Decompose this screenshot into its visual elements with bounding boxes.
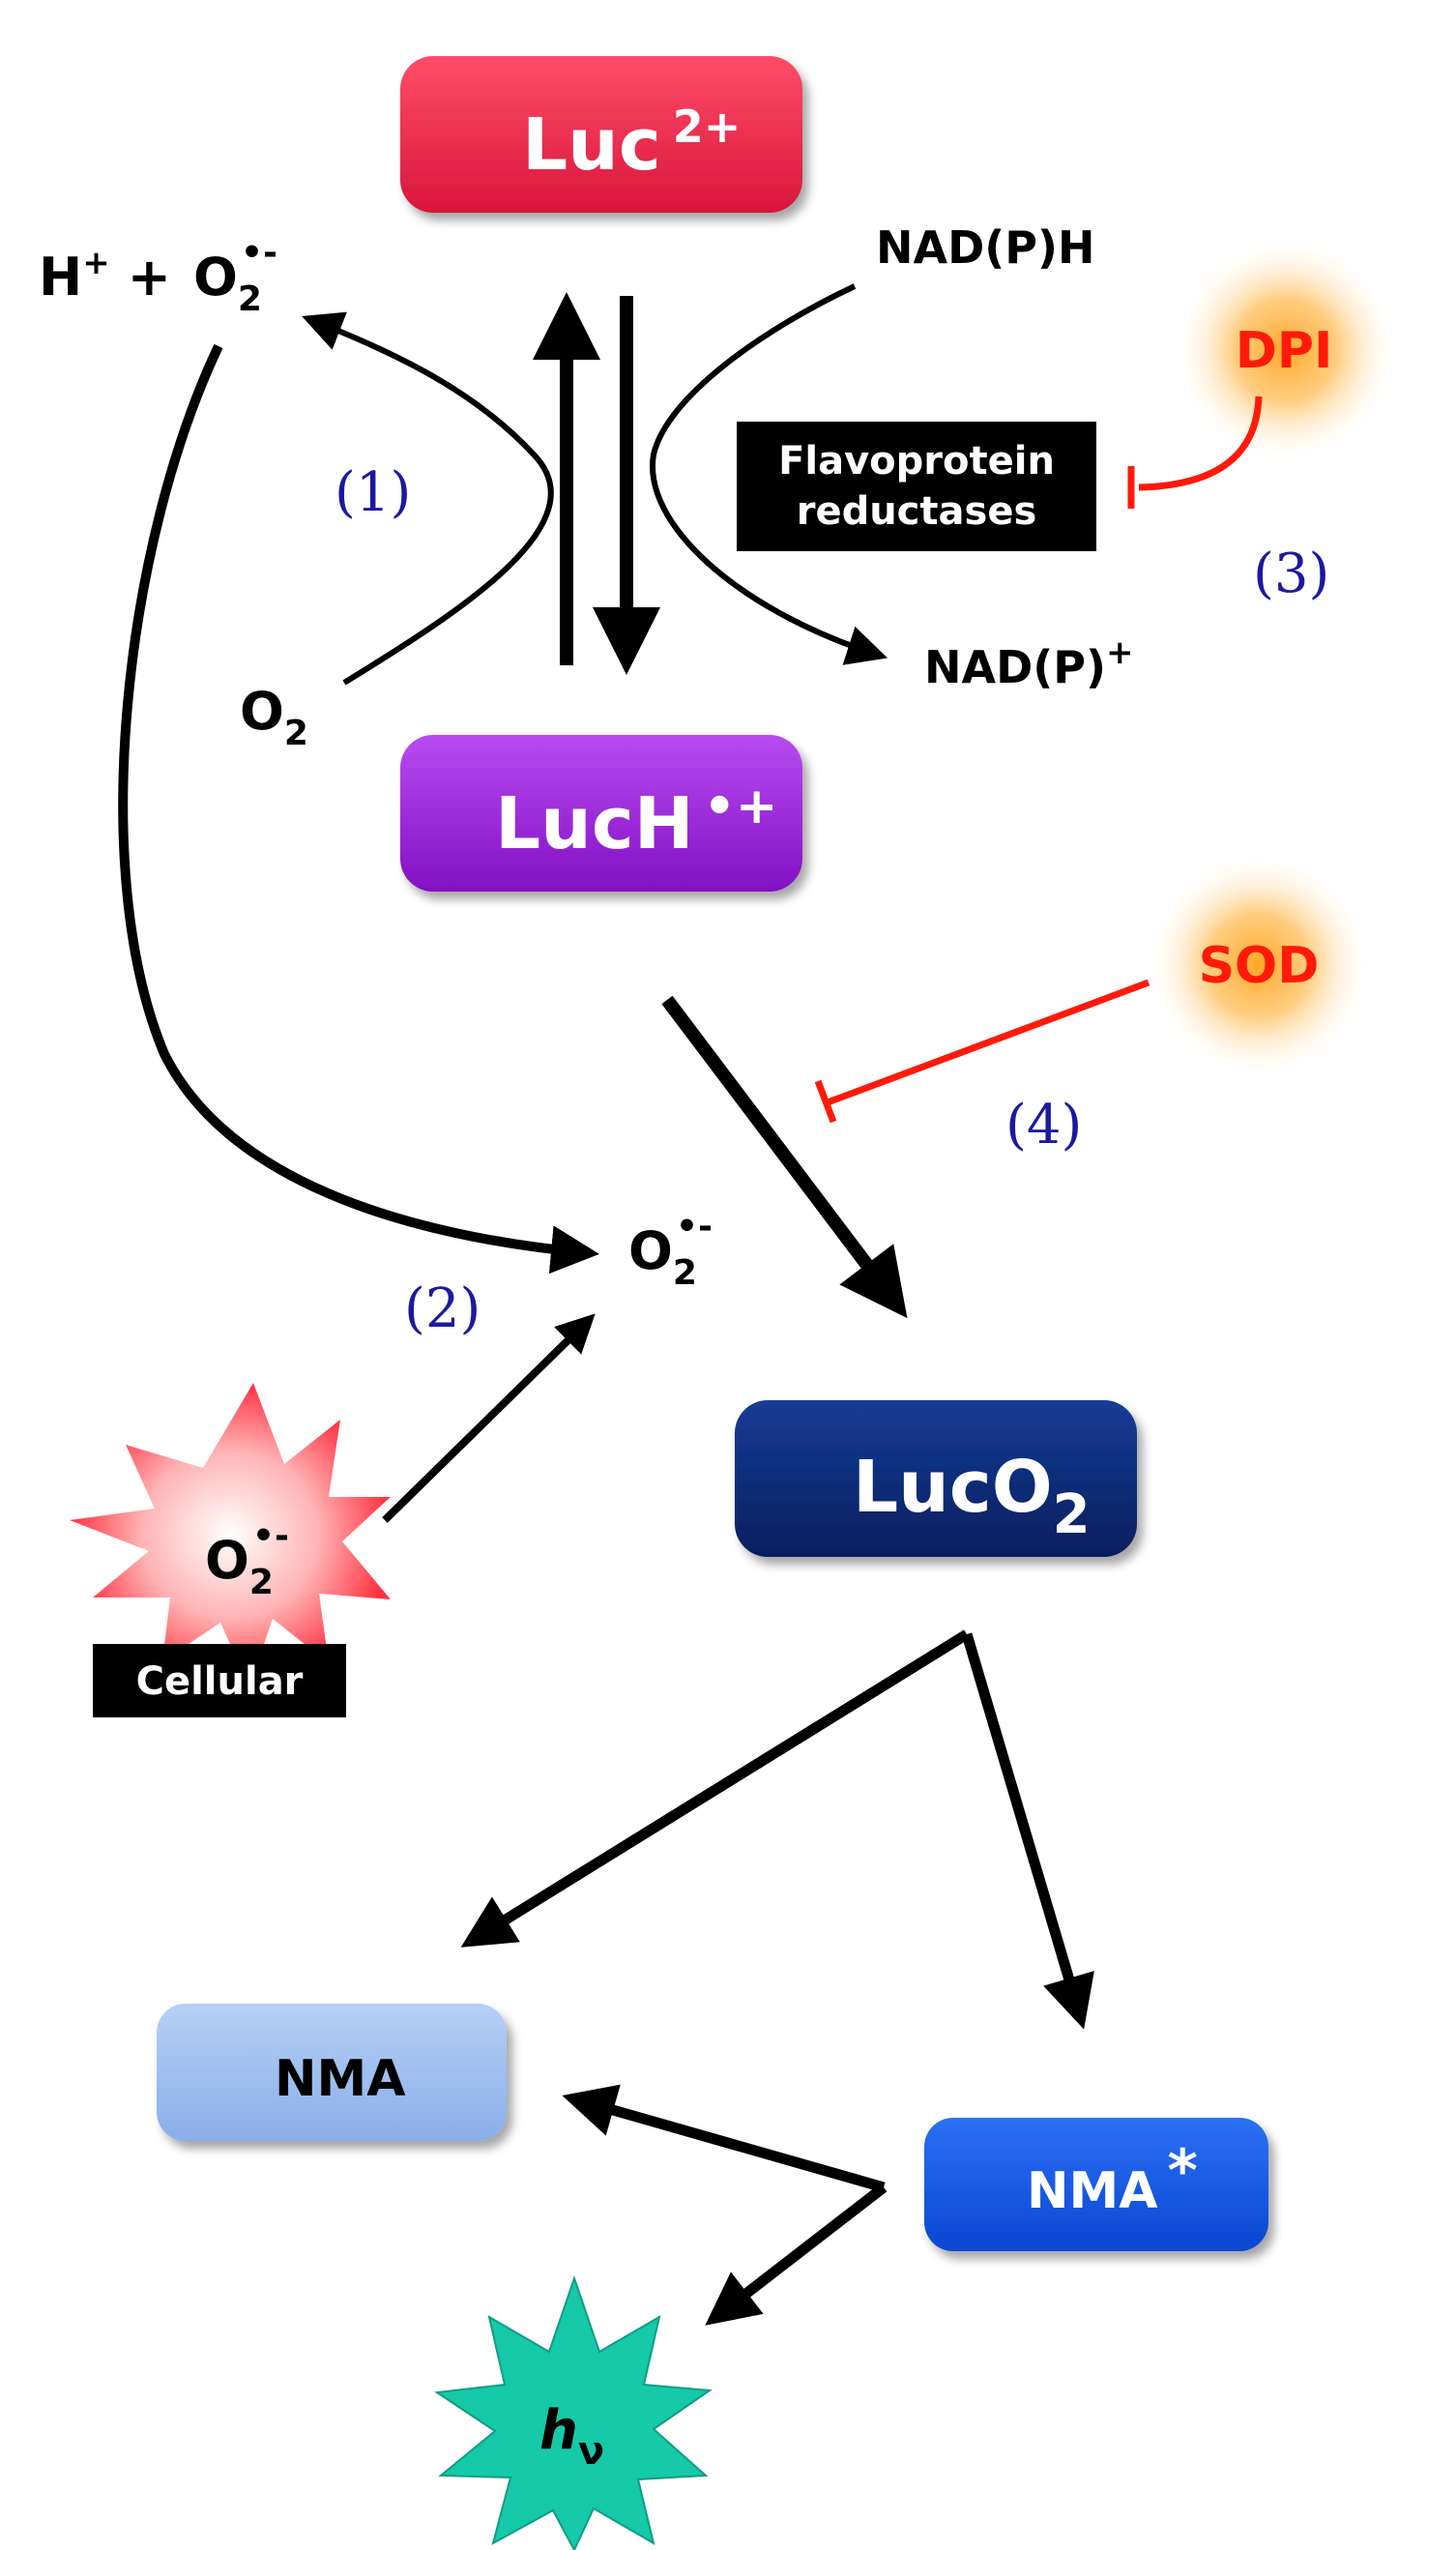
proton-superoxide-label: H++ [39,244,171,308]
superoxide-mid-label: O2•- [628,1207,713,1293]
luch-node [400,735,802,892]
luco2-label: LucO2 [853,1446,1091,1546]
dpi-glow [1172,236,1400,464]
luc2-node [400,56,802,213]
nadp-plus-label: NAD(P)+ [924,633,1134,693]
dpi-label: DPI [1236,322,1333,380]
cellular-label: Cellular [136,1659,304,1704]
nma-label: NMA [275,2050,406,2108]
luco2-to-nma-arrow [460,1629,970,1948]
nma-star-label: NMA* [1027,2137,1198,2220]
step-2-label: (2) [404,1277,480,1340]
luch-to-luco2-arrow [661,995,908,1319]
cellular-burst-icon [70,1383,391,1686]
oxygen-to-superoxide-curve [302,311,554,686]
sod-inhibition-bar [814,1079,837,1124]
cellular-box [93,1644,346,1717]
nadph-oxidation-curve [650,283,888,665]
light-burst-icon [434,2274,713,2550]
superoxide-top-label: O2•- [193,233,277,319]
step-3-label: (3) [1253,542,1329,605]
cellular-superoxide-label: O2•- [205,1516,289,1602]
nma-node [157,2004,507,2141]
luco2-node [735,1400,1137,1557]
step-1-label: (1) [335,461,411,524]
step-4-label: (4) [1005,1094,1082,1157]
oxygen-label: O2 [240,681,308,753]
sod-inhibition-line [826,979,1150,1106]
nma-star-to-nma-arrow [562,2084,886,2193]
sod-label: SOD [1199,937,1320,995]
nma-star-to-light-arrow [705,2183,888,2326]
cellular-superoxide-arrow [382,1313,596,1523]
nadph-label: NAD(P)H [876,221,1095,274]
flavoprotein-line2: reductases [797,489,1037,534]
nma-star-node [924,2118,1268,2251]
dpi-inhibition-line [1138,396,1263,491]
luco2-to-nma-star-arrow [961,1632,1094,2030]
superoxide-transfer-curve [118,343,599,1275]
flavoprotein-reductases-box [737,422,1096,551]
flavoprotein-line1: Flavoprotein [778,439,1055,484]
sod-glow [1145,851,1373,1079]
luch-label: LucH•+ [495,777,777,865]
light-label: hν [539,2399,604,2474]
